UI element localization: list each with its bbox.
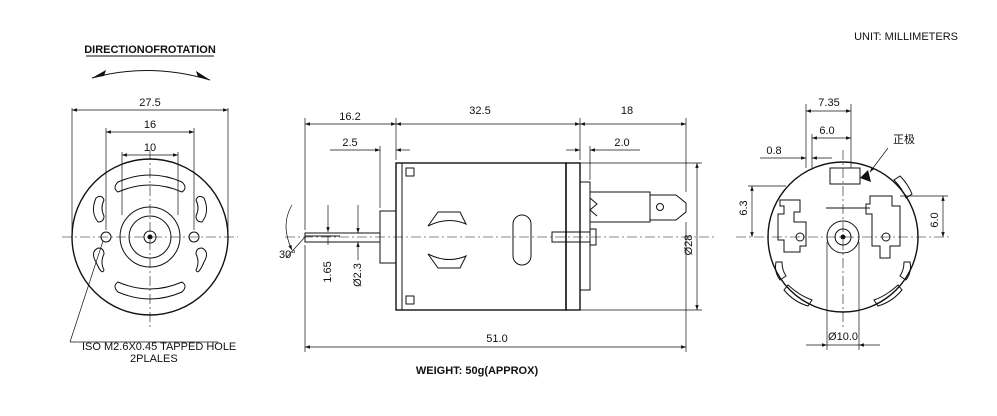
front-boss-inner bbox=[128, 215, 172, 259]
body-window-top bbox=[427, 211, 468, 227]
terminal-tab bbox=[649, 194, 687, 221]
dim-6-0-top: 6.0 bbox=[819, 125, 834, 137]
rear-terminal-right bbox=[865, 195, 901, 259]
dim-10: 10 bbox=[144, 142, 156, 154]
dim-angle-30: 30° bbox=[279, 249, 296, 261]
dim-16-2: 16.2 bbox=[339, 111, 360, 123]
dim-18: 18 bbox=[621, 105, 633, 117]
hole-note-line2: 2PLALES bbox=[130, 353, 178, 365]
terminal-hole bbox=[656, 203, 664, 211]
dim-2-5: 2.5 bbox=[342, 137, 357, 149]
end-cap bbox=[565, 162, 581, 311]
rear-terminal-left-hole bbox=[795, 232, 805, 242]
rear-vent-top-right bbox=[893, 175, 913, 199]
dim-6-0-right: 6.0 bbox=[929, 212, 941, 227]
front-boss-outer bbox=[119, 206, 181, 268]
dim-1-65: 1.65 bbox=[322, 261, 334, 282]
dim-0-8: 0.8 bbox=[766, 145, 781, 157]
front-tapped-hole-left bbox=[100, 231, 112, 243]
terminal-base bbox=[589, 191, 651, 223]
rear-vent-bottom-right bbox=[873, 284, 903, 307]
front-vent-right-top bbox=[195, 195, 208, 223]
rear-boss-outer bbox=[826, 220, 860, 254]
side-view: 16.2 32.5 18 2.5 2.0 Ø28 51.0 30° 1.65 Ø… bbox=[279, 105, 715, 377]
front-vent-right-bottom bbox=[195, 247, 208, 273]
unit-label: UNIT: MILLIMETERS bbox=[854, 31, 958, 43]
rear-terminal-left bbox=[777, 199, 807, 253]
motor-body bbox=[395, 162, 567, 311]
dim-32-5: 32.5 bbox=[469, 105, 490, 117]
dim-7-35: 7.35 bbox=[818, 97, 839, 109]
rotation-arrowhead-right bbox=[196, 71, 210, 80]
shaft bbox=[304, 232, 381, 243]
weight-label: WEIGHT: 50g(APPROX) bbox=[416, 365, 539, 377]
front-vent-left-bottom bbox=[92, 247, 105, 273]
rear-shaft-collar bbox=[589, 228, 597, 246]
dim-2-0: 2.0 bbox=[614, 137, 629, 149]
hole-leader bbox=[69, 240, 104, 343]
dim-dia-2-3: Ø2.3 bbox=[352, 263, 364, 287]
dim-dia-28: Ø28 bbox=[683, 235, 695, 256]
terminal-spring bbox=[589, 197, 598, 217]
dim-dia-10-0: Ø10.0 bbox=[828, 331, 858, 343]
rear-vent-left bbox=[775, 261, 787, 281]
rotation-arrow bbox=[91, 70, 211, 81]
angle-arc bbox=[285, 204, 293, 251]
body-tab-bottom bbox=[405, 295, 415, 305]
rotation-arrowhead-left bbox=[92, 70, 106, 78]
front-view: 27.5 16 10 ISO M2.6X0.45 TAPPED HOLE 2PL… bbox=[62, 97, 238, 365]
front-tapped-hole-right bbox=[188, 231, 200, 243]
body-slot bbox=[512, 214, 532, 266]
front-outer-circle bbox=[71, 158, 229, 316]
rear-terminal-right-hole bbox=[881, 232, 891, 242]
polarity-label: 正极 bbox=[893, 132, 915, 146]
angle-line bbox=[285, 236, 306, 259]
hole-note-line1: ISO M2.6X0.45 TAPPED HOLE bbox=[82, 341, 236, 353]
rear-boss-inner bbox=[834, 228, 852, 246]
front-vent-bottom bbox=[114, 281, 186, 300]
rear-shaft bbox=[840, 234, 846, 240]
rear-outer-circle bbox=[767, 161, 919, 313]
front-shaft bbox=[147, 234, 153, 240]
body-window-bottom bbox=[427, 253, 468, 269]
polarity-leader bbox=[869, 147, 889, 173]
dim-27-5: 27.5 bbox=[139, 97, 160, 109]
front-shaft-hole bbox=[143, 230, 157, 244]
rear-vent-right bbox=[899, 261, 911, 281]
front-vent-top bbox=[114, 174, 186, 193]
rear-view: 7.35 6.0 0.8 正极 6.3 6.0 Ø10.0 bbox=[736, 97, 950, 350]
rear-top-tab bbox=[829, 167, 861, 185]
rear-vent-bottom-left bbox=[783, 284, 813, 307]
direction-of-rotation-label: DIRECTIONOFROTATION bbox=[84, 44, 216, 56]
end-cap-plate bbox=[579, 181, 591, 291]
front-vent-left-top bbox=[92, 195, 105, 223]
polarity-mark bbox=[860, 170, 871, 182]
dim-6-3: 6.3 bbox=[738, 200, 750, 215]
dim-16: 16 bbox=[144, 119, 156, 131]
body-tab-top bbox=[405, 167, 415, 177]
dim-51: 51.0 bbox=[486, 333, 507, 345]
